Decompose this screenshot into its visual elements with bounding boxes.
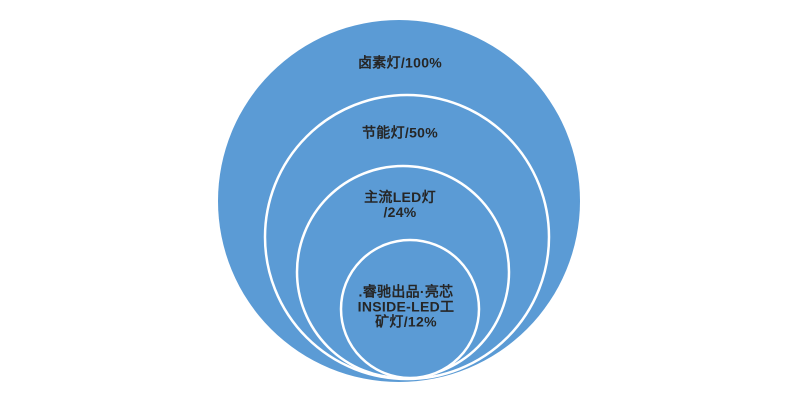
label-mainstream-led-lamp: 主流LED灯 /24% xyxy=(364,188,436,220)
label-ruichi-inside-led-lamp: .睿驰出品·亮芯 INSIDE-LED工 矿灯/12% xyxy=(358,284,455,329)
label-line: .睿驰出品·亮芯 xyxy=(358,283,454,300)
label-line: 卤素灯/100% xyxy=(357,54,443,71)
label-line: 矿灯/12% xyxy=(375,313,437,330)
label-halogen-lamp: 卤素灯/100% xyxy=(358,55,442,70)
circle-ruichi-inside-led-lamp xyxy=(339,238,481,380)
label-energy-saving-lamp: 节能灯/50% xyxy=(362,125,438,140)
label-line: INSIDE-LED工 xyxy=(357,298,455,315)
label-line: 主流LED灯 xyxy=(364,188,436,205)
label-line: 节能灯/50% xyxy=(361,124,439,141)
label-line: /24% xyxy=(383,204,417,220)
